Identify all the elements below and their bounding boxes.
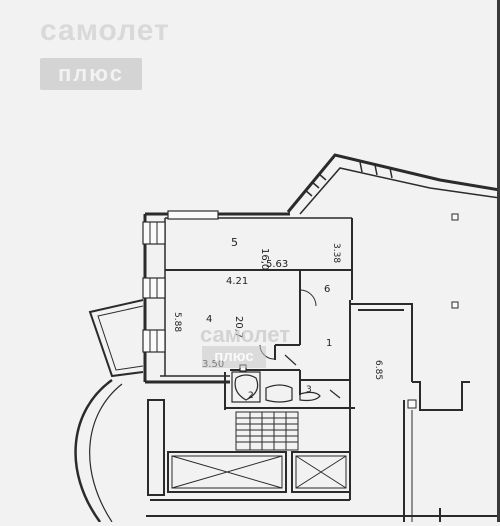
exterior-walls: [143, 153, 500, 410]
room-1-number: 1: [326, 338, 332, 349]
room-5-area: 16,0: [259, 248, 270, 270]
balcony: [88, 299, 144, 378]
room-2-number: 2: [248, 391, 254, 401]
curved-wall: [74, 378, 123, 523]
lower-structure: [146, 399, 500, 517]
right-walls: [350, 303, 470, 522]
window-lines: [149, 222, 158, 352]
brand-badge: плюс: [40, 58, 142, 90]
room-5-width: 5.63: [266, 259, 288, 270]
room-3-number: 3: [306, 385, 312, 395]
windows-left: [142, 221, 166, 353]
center-badge: плюс: [202, 346, 266, 368]
brand-watermark: самолет: [40, 14, 170, 47]
right-markers: [407, 213, 459, 409]
right-edge-line: [497, 0, 500, 522]
window-top: [167, 210, 219, 220]
interior-walls: [165, 269, 355, 410]
room-5-number: 5: [231, 236, 238, 249]
center-watermark: самолет: [200, 322, 291, 347]
room-5-side: 3.38: [331, 243, 341, 263]
room-4-area: 20,7: [233, 316, 244, 338]
room-6-number: 6: [324, 284, 330, 295]
wing-windows: [304, 161, 393, 197]
room-4-side: 5.88: [172, 312, 182, 332]
room-4-number: 4: [206, 314, 212, 325]
room-1-length: 6.85: [373, 360, 383, 380]
stairs: [235, 411, 299, 451]
shaft-crosses: [171, 455, 347, 489]
room-4-width: 4.21: [226, 276, 248, 287]
